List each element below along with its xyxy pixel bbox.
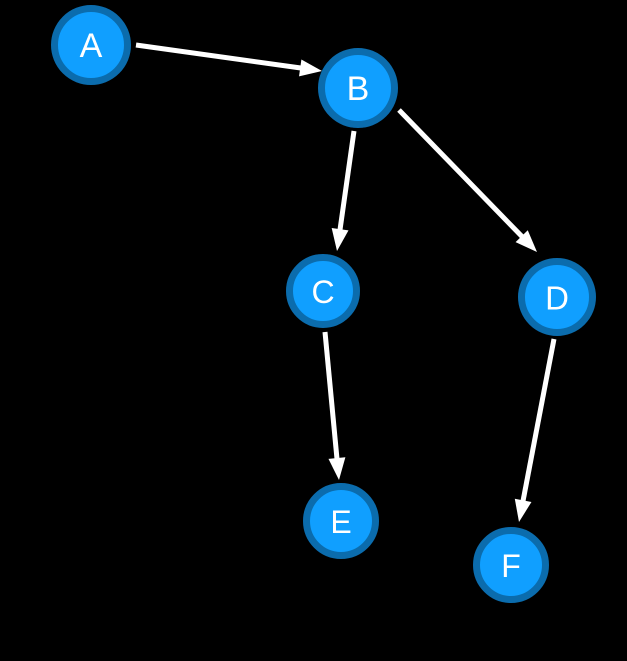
graph-node-b[interactable]: B xyxy=(318,48,398,128)
arrowhead-icon xyxy=(299,59,322,77)
edge-c-to-e xyxy=(322,331,346,480)
graph-node-f[interactable]: F xyxy=(473,527,549,603)
node-label: A xyxy=(80,27,103,65)
arrowhead-icon xyxy=(514,498,532,522)
arrowhead-icon xyxy=(331,228,349,251)
edge-d-to-f xyxy=(514,338,557,522)
graph-node-a[interactable]: A xyxy=(51,5,131,85)
node-label: F xyxy=(501,548,521,584)
node-circle[interactable] xyxy=(286,254,360,328)
edge-a-to-b xyxy=(135,42,322,77)
edge-line xyxy=(397,108,525,240)
edge-line xyxy=(337,130,357,232)
node-circle[interactable] xyxy=(318,48,398,128)
node-circle[interactable] xyxy=(51,5,131,85)
arrowhead-icon xyxy=(328,457,346,480)
edge-line xyxy=(322,331,340,460)
node-label: E xyxy=(330,504,351,540)
node-circle[interactable] xyxy=(303,483,379,559)
arrowhead-icon xyxy=(515,230,537,252)
node-label: C xyxy=(311,274,334,310)
node-label: B xyxy=(347,70,370,108)
edges-layer xyxy=(135,42,557,522)
edge-b-to-d xyxy=(397,108,537,252)
graph-node-c[interactable]: C xyxy=(286,254,360,328)
node-label: D xyxy=(545,280,569,317)
graph-node-e[interactable]: E xyxy=(303,483,379,559)
node-circle[interactable] xyxy=(473,527,549,603)
node-circle[interactable] xyxy=(518,258,596,336)
edge-line xyxy=(135,42,303,71)
graph-node-d[interactable]: D xyxy=(518,258,596,336)
nodes-layer: A B C D E F xyxy=(51,5,596,603)
edge-line xyxy=(520,338,557,503)
edge-b-to-c xyxy=(331,130,357,251)
